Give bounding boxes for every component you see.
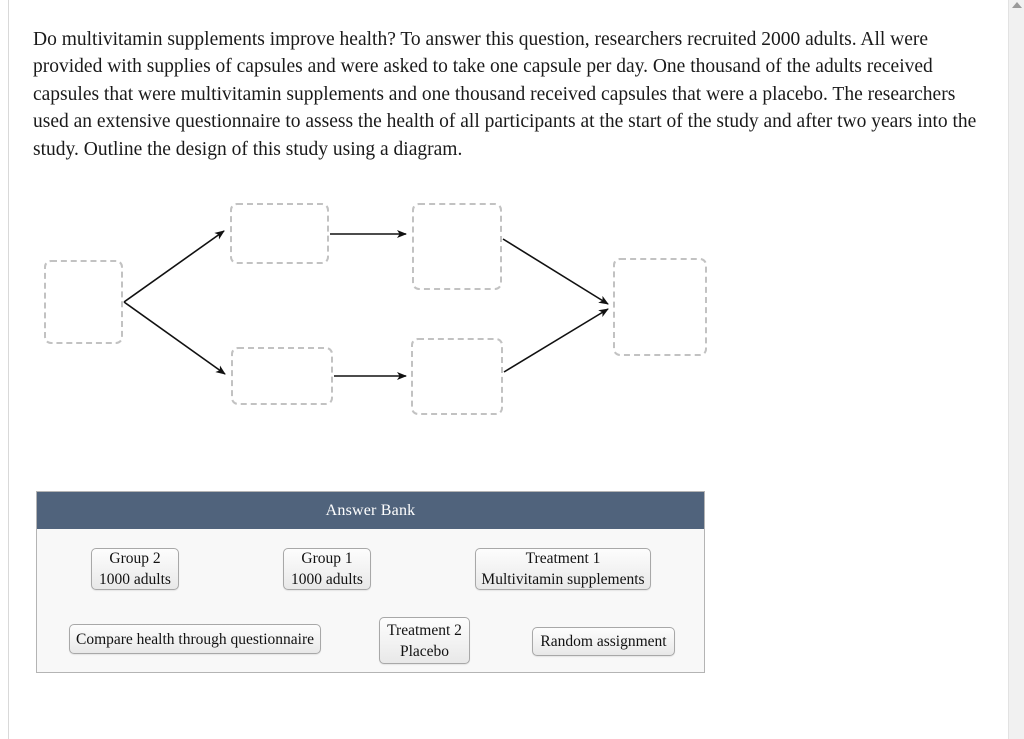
dropzone-5[interactable] (411, 338, 503, 415)
tile-compare-health[interactable]: Compare health through questionnaire (69, 624, 321, 654)
tile-treatment-1[interactable]: Treatment 1 Multivitamin supplements (475, 548, 651, 590)
tile-treatment-1-line2: Multivitamin supplements (481, 571, 645, 588)
tile-compare-health-line1: Compare health through questionnaire (75, 630, 315, 648)
answer-bank-title: Answer Bank (37, 492, 704, 529)
tile-random-assignment[interactable]: Random assignment (532, 627, 675, 656)
vertical-scrollbar[interactable] (1008, 0, 1024, 739)
dropzone-6[interactable] (613, 258, 707, 356)
content-left-rule (8, 0, 9, 739)
scroll-up-icon[interactable] (1012, 2, 1022, 8)
dropzone-3[interactable] (412, 203, 502, 290)
tile-group-2-line2: 1000 adults (99, 571, 171, 588)
arrow-split-bottom (123, 301, 226, 375)
tile-treatment-1-line1: Treatment 1 (525, 550, 601, 567)
dropzone-4[interactable] (231, 347, 333, 405)
tile-random-assignment-line1: Random assignment (540, 633, 667, 650)
study-design-diagram (0, 160, 760, 460)
answer-bank: Answer Bank Group 2 1000 adults Group 1 … (36, 491, 705, 673)
tile-group-1-line1: Group 1 (301, 550, 353, 567)
tile-group-2[interactable]: Group 2 1000 adults (91, 548, 179, 590)
tile-group-1[interactable]: Group 1 1000 adults (283, 548, 371, 590)
answer-bank-body: Group 2 1000 adults Group 1 1000 adults … (37, 529, 704, 672)
arrow-merge-bottom (503, 308, 609, 373)
arrow-split-top (123, 230, 225, 303)
tile-treatment-2-line1: Treatment 2 (387, 621, 462, 639)
tile-treatment-2-line2: Placebo (399, 642, 450, 660)
diagram-arrows-layer (123, 230, 609, 380)
tile-group-2-line1: Group 2 (109, 550, 161, 567)
tile-group-1-line2: 1000 adults (291, 571, 363, 588)
dropzone-2[interactable] (230, 203, 329, 264)
tile-treatment-2[interactable]: Treatment 2 Placebo (379, 617, 470, 664)
arrow-merge-top (502, 238, 609, 305)
question-text: Do multivitamin supplements improve heal… (33, 28, 977, 160)
dropzone-1[interactable] (44, 260, 123, 344)
